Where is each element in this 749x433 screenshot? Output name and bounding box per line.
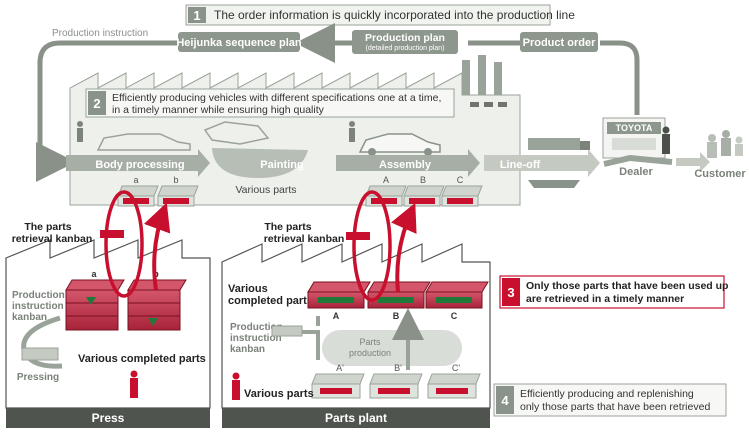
parts-plant-title: Parts plant: [325, 411, 387, 425]
plant-bin-B-prime: [369, 373, 423, 399]
line-bin-a: [117, 185, 159, 207]
step2-line2: in a timely manner while ensuring high q…: [112, 104, 325, 116]
step3-box: 3 Only those parts that have been used u…: [499, 275, 728, 309]
step4-line1: Efficiently producing and replenishing: [520, 388, 694, 400]
instruction-flow: Production instruction Heijunka sequence…: [36, 23, 640, 182]
step3-line2: are retrieved in a timely manner: [526, 293, 684, 305]
parts-plant-completed-line1: Various: [228, 283, 268, 295]
parts-production-line2: production: [349, 348, 391, 358]
plant-bin-C-prime: [427, 373, 481, 399]
kanban-left-line2: retrieval kanban: [12, 233, 93, 245]
kanban-right-line2: retrieval kanban: [264, 233, 345, 245]
dealer-label: Dealer: [619, 166, 653, 178]
plant-crate-A: [307, 281, 371, 309]
press-instruction-line2: instruction: [12, 301, 64, 312]
production-instruction-label: Production instruction: [52, 28, 148, 39]
press-bin-a-label: a: [91, 269, 97, 279]
step4-number: 4: [501, 393, 509, 408]
step4-line2: only those parts that have been retrieve…: [520, 401, 710, 413]
production-plan-label: Production plan: [365, 32, 445, 44]
line-bin-b: [157, 185, 199, 207]
line-bin-A: [365, 185, 407, 207]
customer-people-icon: [707, 130, 743, 158]
plant-instruction-line3: kanban: [230, 344, 265, 355]
line-bin-B: [403, 185, 445, 207]
parts-plant-completed-line2: completed parts: [228, 295, 313, 307]
press-instruction-line1: Production: [12, 290, 65, 301]
worker-figure-1: [77, 121, 83, 142]
step2-number: 2: [93, 96, 100, 111]
kanban-right-line1: The parts: [264, 221, 311, 233]
various-parts-label: Various parts: [235, 184, 296, 196]
plant-bin-A-prime: [311, 373, 365, 399]
car-shell-icon: [203, 121, 270, 145]
process-arrow-assembly: Assembly: [336, 149, 480, 177]
assembled-car-icon: [358, 133, 441, 153]
press-crate-a: [65, 279, 125, 331]
assembly-label: Assembly: [379, 159, 432, 171]
press-title: Press: [92, 411, 125, 425]
process-arrow-lineoff: Line-off: [484, 149, 600, 177]
ship-icon: [528, 180, 580, 188]
step1-box: 1 The order information is quickly incor…: [185, 4, 575, 26]
dealer-building: TOYOTA: [602, 117, 673, 167]
car-carrier-truck-icon: [528, 138, 590, 150]
step2-box: 2 Efficiently producing vehicles with di…: [85, 88, 455, 118]
product-order-box: [520, 32, 598, 52]
press-instruction-line3: kanban: [12, 312, 47, 323]
pressing-label: Pressing: [17, 372, 59, 383]
line-off-label: Line-off: [500, 159, 541, 171]
plant-bin-label-C: C: [451, 311, 458, 321]
heijunka-label: Heijunka sequence plan: [176, 37, 302, 49]
toyota-sign: TOYOTA: [616, 123, 653, 133]
kanban-loop-press: [100, 190, 171, 298]
worker-figure-2: [349, 121, 355, 142]
plant-instruction-line1: Production: [230, 322, 283, 333]
kanban-loop-plant: [346, 190, 417, 302]
customer-label: Customer: [694, 168, 746, 180]
painting-label: Painting: [260, 159, 303, 171]
production-plan-box: [352, 30, 458, 54]
press-completed-label: Various completed parts: [78, 353, 206, 365]
plant-bin-label-C-prime: C': [452, 363, 460, 373]
paint-tank: [212, 148, 308, 178]
heijunka-box: [178, 32, 300, 52]
step3-line1: Only those parts that have been used up: [526, 280, 728, 292]
bin-label-a: a: [133, 175, 138, 185]
step3-number: 3: [507, 285, 514, 300]
parts-production-line1: Parts: [359, 337, 381, 347]
bin-label-C: C: [457, 175, 464, 185]
plant-instruction-line2: instruction: [230, 333, 282, 344]
step1-number: 1: [193, 8, 200, 23]
bin-label-B: B: [420, 175, 426, 185]
plant-kanban-card: [271, 325, 303, 337]
line-bin-C: [441, 185, 483, 207]
plant-crate-C: [425, 281, 489, 309]
dealer-person-icon: [662, 126, 670, 154]
process-arrow-body: Body processing: [66, 149, 210, 177]
body-processing-label: Body processing: [95, 159, 184, 171]
kanban-left-line1: The parts: [24, 221, 71, 233]
product-order-label: Product order: [523, 37, 596, 49]
plant-various-parts-label: Various parts: [244, 388, 314, 400]
plant-kanban-card-red: [346, 232, 370, 240]
press-worker-icon: [130, 370, 138, 398]
plant-bin-label-A-prime: A': [336, 363, 344, 373]
bin-label-A: A: [383, 175, 389, 185]
step2-line1: Efficiently producing vehicles with diff…: [112, 92, 441, 104]
car-body-outline-icon: [96, 133, 191, 151]
press-kanban-card: [21, 347, 59, 361]
step4-box: 4 Efficiently producing and replenishing…: [493, 383, 727, 417]
parts-production-cylinder: [322, 330, 462, 366]
press-crate-b: [127, 279, 187, 331]
plant-worker-icon: [232, 372, 240, 400]
plant-bin-label-A: A: [333, 311, 340, 321]
plant-bin-label-B-prime: B': [394, 363, 402, 373]
bin-label-b: b: [173, 175, 178, 185]
press-kanban-card-red: [100, 230, 124, 238]
plant-bin-label-B: B: [393, 311, 400, 321]
step1-text: The order information is quickly incorpo…: [214, 8, 575, 22]
production-plan-sub: (detailed production plan): [366, 45, 445, 52]
